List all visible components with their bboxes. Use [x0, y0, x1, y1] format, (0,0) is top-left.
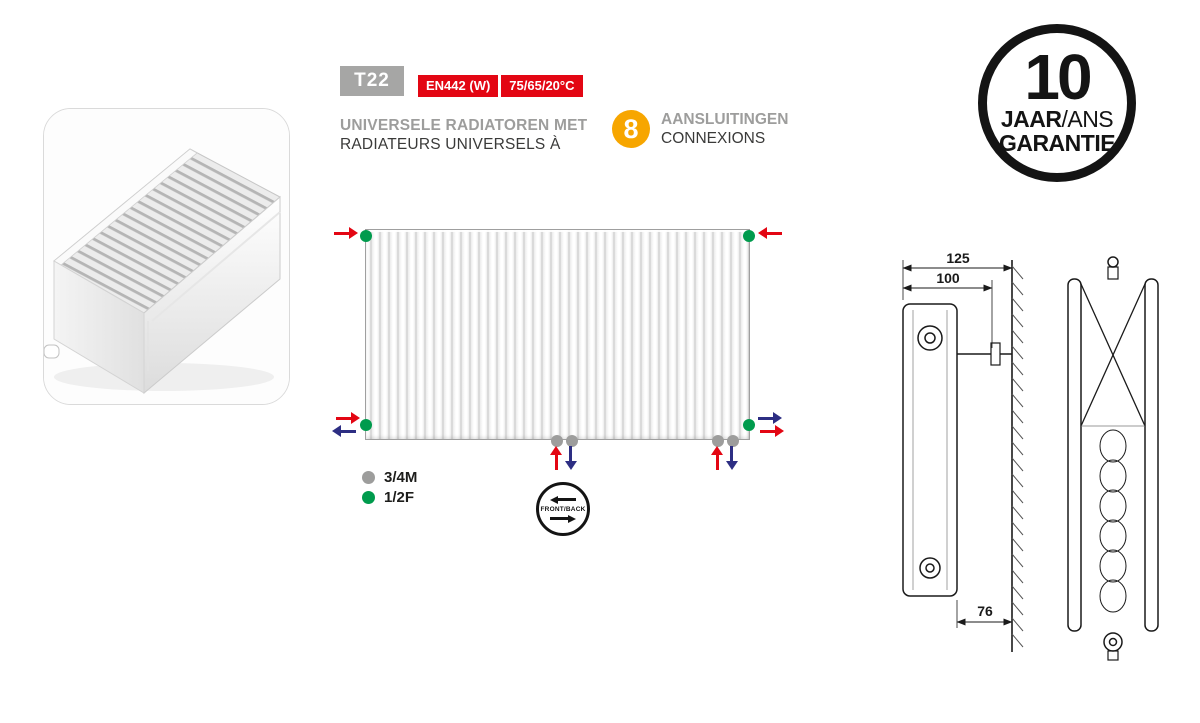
flow-in-arrow-bottom-left	[336, 412, 360, 424]
dim-bottom-offset: 76	[977, 603, 993, 619]
warranty-ans: /ANS	[1061, 106, 1114, 133]
flow-in-arrow-top-left	[334, 227, 358, 239]
warranty-badge: 10 JAAR/ANS GARANTIE	[978, 24, 1136, 182]
radiator-front-view	[365, 229, 750, 440]
legend-male-label: 3/4M	[384, 468, 418, 486]
legend-row-female: 1/2F	[362, 487, 417, 507]
front-back-badge: FRONT/BACK	[536, 482, 590, 536]
dimension-lines	[902, 260, 1013, 628]
spec-header: T22 EN442 (W) 75/65/20°C UNIVERSELE RADI…	[340, 66, 820, 226]
connection-dot-bottom-middle-2	[566, 435, 578, 447]
norm-tags: EN442 (W) 75/65/20°C	[418, 75, 583, 98]
flow-in-arrow-top-right	[758, 227, 782, 239]
flow-down-arrow-right	[726, 446, 738, 470]
flow-down-arrow-middle	[565, 446, 577, 470]
legend-green-dot	[362, 490, 375, 504]
technical-drawings: 125 100 76	[902, 250, 1159, 661]
type-badge: T22	[340, 66, 404, 96]
front-back-label: FRONT/BACK	[540, 505, 586, 513]
side-view-drawing	[902, 303, 1012, 597]
convector-fins	[1099, 429, 1127, 613]
connection-dot-top-left	[360, 230, 372, 242]
warranty-jaar-ans: JAAR/ANS	[1000, 106, 1114, 133]
flow-up-arrow-middle	[550, 446, 562, 470]
legend-female-label: 1/2F	[384, 488, 415, 506]
connections-label-french: CONNEXIONS	[661, 130, 766, 147]
connections-count-badge: 8	[612, 110, 650, 148]
connection-dot-bottom-left	[360, 419, 372, 431]
legend-row-male: 3/4M	[362, 467, 417, 487]
title-french: RADIATEURS UNIVERSELS À	[340, 136, 561, 153]
front-arrow-icon	[550, 495, 576, 504]
title-dutch: UNIVERSELE RADIATOREN MET	[340, 117, 588, 134]
radiator-photo-illustration	[44, 109, 289, 404]
product-photo-card	[43, 108, 290, 405]
connection-dot-bottom-right-1	[712, 435, 724, 447]
warranty-garantie: GARANTIE	[998, 130, 1116, 157]
connections-callout: 8 AANSLUITINGEN CONNEXIONS	[612, 110, 788, 148]
legend-gray-dot	[362, 470, 375, 484]
dim-total-depth: 125	[946, 250, 970, 266]
flow-up-arrow-right	[711, 446, 723, 470]
warranty-years: 10	[1024, 40, 1092, 113]
product-titles: UNIVERSELE RADIATOREN MET RADIATEURS UNI…	[340, 116, 587, 154]
cross-section-drawing	[1067, 256, 1159, 661]
connection-dot-bottom-right	[743, 419, 755, 431]
norm-tag: EN442 (W)	[418, 75, 499, 98]
flow-in-arrow-bottom-right	[760, 425, 784, 437]
connections-label-dutch: AANSLUITINGEN	[661, 111, 789, 128]
wall	[1011, 260, 1024, 652]
legend: 3/4M 1/2F	[362, 467, 417, 507]
connection-dot-top-right	[743, 230, 755, 242]
connection-dot-bottom-middle-1	[551, 435, 563, 447]
flow-out-arrow-bottom-right	[758, 412, 782, 424]
back-arrow-icon	[550, 514, 576, 523]
connection-diagram: 3/4M 1/2F FRONT/BACK	[330, 215, 830, 555]
flow-out-arrow-bottom-left	[332, 425, 356, 437]
temperature-tag: 75/65/20°C	[501, 75, 583, 98]
connection-dot-bottom-right-2	[727, 435, 739, 447]
warranty-jaar: JAAR	[1000, 106, 1062, 133]
dim-core-depth: 100	[936, 270, 960, 286]
